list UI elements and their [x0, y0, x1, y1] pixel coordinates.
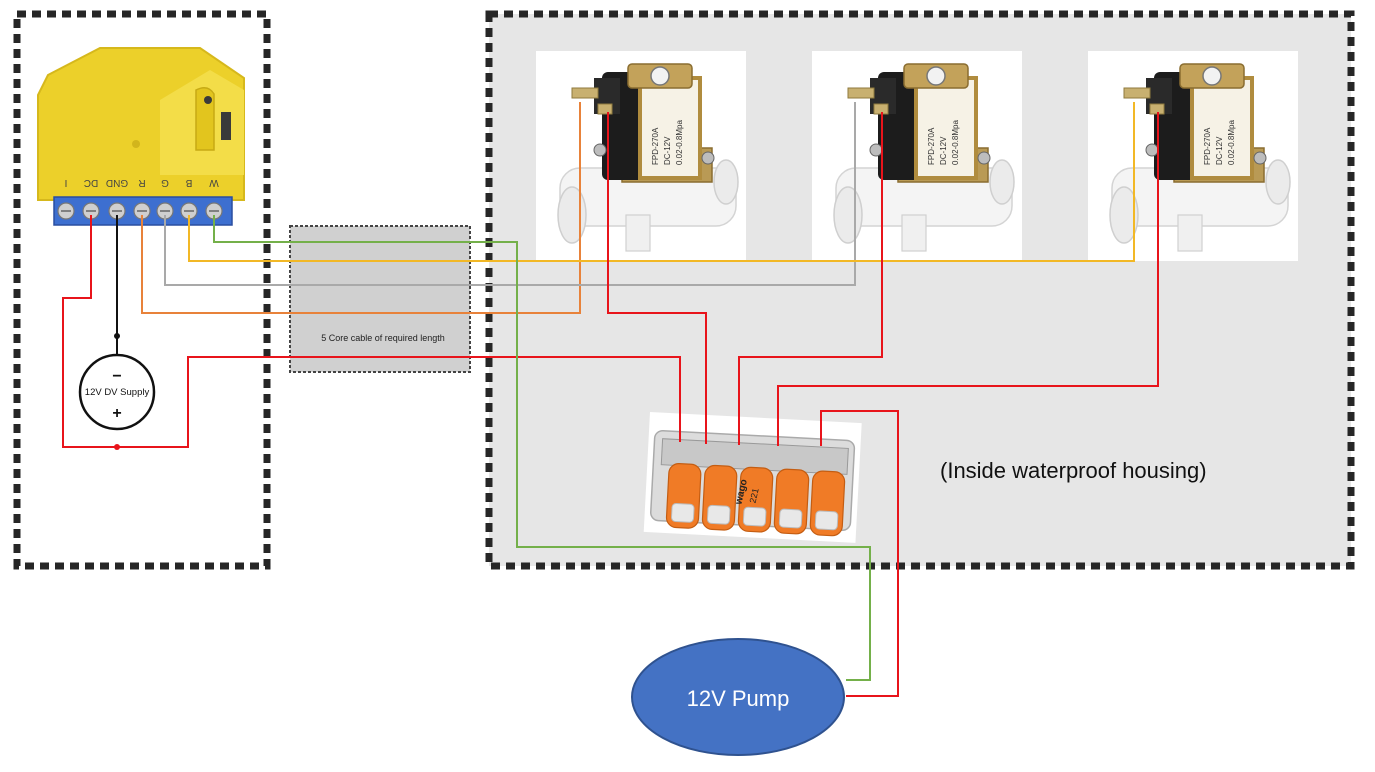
valve-screw — [977, 151, 991, 165]
supply-junction-top — [114, 333, 120, 339]
wago-model: 221 — [748, 487, 761, 504]
valve-label-line: FPD-270A — [651, 127, 660, 165]
valve-top-nut — [926, 66, 946, 86]
wire-supply-positive — [117, 356, 681, 448]
wago-lever-grip — [814, 510, 839, 531]
valve-label-line: DC-12V — [939, 136, 948, 165]
valve-outlet — [1177, 214, 1203, 252]
wire-dc-red — [62, 215, 117, 448]
wire-b-yellow — [188, 102, 1135, 262]
terminal-screws — [57, 202, 223, 220]
valve-port-right — [989, 159, 1015, 205]
terminal-label: GND — [106, 177, 128, 188]
wires — [62, 102, 1159, 697]
wire-valve2-red — [738, 112, 883, 445]
valve-screw — [869, 143, 883, 157]
terminal-label: R — [138, 177, 145, 188]
valve-spade — [597, 103, 613, 115]
valve-port-left — [557, 186, 587, 244]
supply-label: 12V DV Supply — [85, 387, 150, 398]
terminal-label: I — [65, 177, 68, 188]
valve-screw — [1145, 143, 1159, 157]
terminal-label: G — [161, 177, 169, 188]
valve-screw — [593, 143, 607, 157]
valve-top-nut — [1202, 66, 1222, 86]
valve-label-line: 0.02-0.8Mpa — [675, 120, 684, 165]
valve-screw — [1253, 151, 1267, 165]
wire-g-grey — [164, 102, 856, 286]
pump-ellipse — [631, 638, 845, 756]
cable-box — [289, 225, 471, 373]
terminal-label: W — [209, 177, 219, 188]
wire-valve1-red — [607, 112, 707, 444]
wago-lever-grip — [671, 502, 695, 523]
valve-port-right — [1265, 159, 1291, 205]
power-supply: − 12V DV Supply + — [78, 333, 156, 450]
controller-module: I DC GND R G B W — [37, 47, 245, 226]
valve-spade — [1123, 87, 1151, 99]
wire-r-orange — [141, 102, 581, 314]
controller-notch — [195, 87, 215, 151]
pump-label: 12V Pump — [687, 686, 790, 711]
terminal-labels: I DC GND R G B W — [65, 177, 219, 188]
valve-label-line: FPD-270A — [927, 127, 936, 165]
wago-lever-grip — [706, 504, 731, 525]
supply-circle — [78, 353, 156, 431]
wago-lever-grip — [742, 506, 767, 527]
wire-w-green — [213, 215, 871, 681]
wago-lever-grip — [778, 508, 803, 529]
valve-port-right — [713, 159, 739, 205]
valve-spade — [847, 87, 875, 99]
supply-plus: + — [112, 405, 121, 422]
valve-label-line: FPD-270A — [1203, 127, 1212, 165]
terminal-label: DC — [84, 177, 98, 188]
valve-spade — [571, 87, 599, 99]
valve-port-left — [833, 186, 863, 244]
supply-junction-bottom — [114, 444, 120, 450]
valve-label-line: 0.02-0.8Mpa — [951, 120, 960, 165]
valve-label-line: 0.02-0.8Mpa — [1227, 120, 1236, 165]
valve-top-nut — [650, 66, 670, 86]
pump: 12V Pump — [631, 638, 845, 756]
valve-screw — [701, 151, 715, 165]
wago-connector: wago 221 — [643, 412, 862, 543]
housing-label: (Inside waterproof housing) — [940, 458, 1207, 483]
valve-label-line: DC-12V — [663, 136, 672, 165]
cable-label: 5 Core cable of required length — [321, 333, 445, 343]
wire-valve3-red — [777, 112, 1159, 446]
supply-minus: − — [112, 368, 121, 385]
terminal-label: B — [185, 177, 192, 188]
valve-label-line: DC-12V — [1215, 136, 1224, 165]
valve-outlet — [901, 214, 927, 252]
valve-outlet — [625, 214, 651, 252]
valve-yoke — [914, 76, 978, 180]
wire-pump-red — [820, 410, 899, 697]
valve-port-left — [1109, 186, 1139, 244]
